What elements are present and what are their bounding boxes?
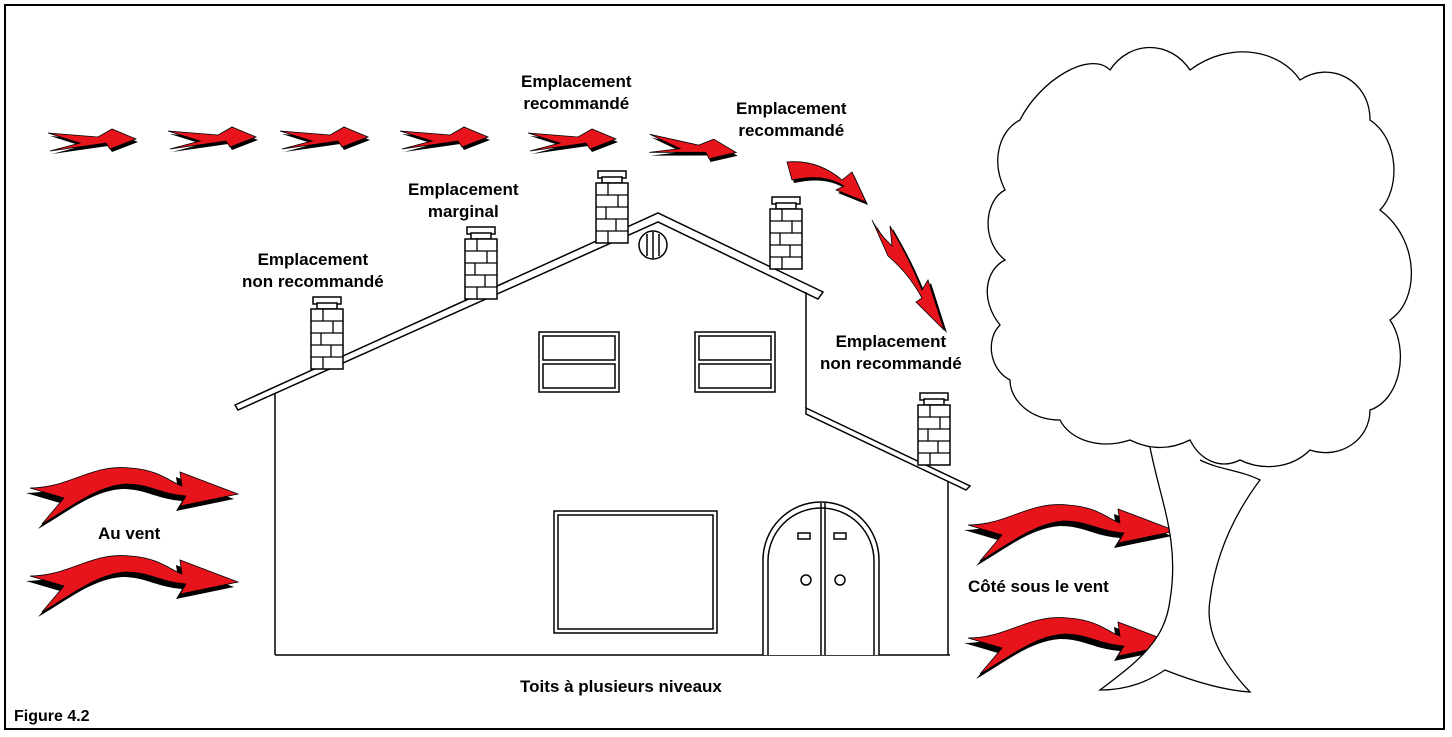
curved-wind-arrow — [786, 161, 868, 205]
label-windward: Au vent — [98, 524, 161, 543]
wind-arrow — [527, 128, 619, 155]
figure-frame — [4, 4, 1445, 730]
wind-arrow — [47, 128, 139, 155]
arched-door — [762, 501, 880, 655]
wind-arrow — [399, 126, 491, 153]
label-leeward: Côté sous le vent — [968, 577, 1109, 596]
chimney-recommended-top — [595, 170, 629, 244]
windward-arrow — [25, 555, 239, 618]
windward-arrow — [25, 467, 239, 530]
wind-arrow — [167, 126, 259, 153]
wind-arrow — [646, 129, 740, 168]
wind-arrow — [279, 126, 371, 153]
chimney-recommended-right — [769, 196, 803, 270]
window-left — [538, 331, 620, 393]
caption: Toits à plusieurs niveaux — [520, 677, 722, 696]
chimney-not-recommended-left — [310, 296, 344, 370]
curved-wind-arrow — [871, 219, 947, 333]
leeward-arrow — [963, 504, 1177, 567]
chimney-not-recommended-right — [917, 392, 951, 466]
tree — [986, 47, 1413, 693]
chimney-marginal — [464, 226, 498, 300]
window-right — [694, 331, 776, 393]
picture-window — [553, 510, 718, 634]
figure-number: Figure 4.2 — [14, 708, 90, 725]
